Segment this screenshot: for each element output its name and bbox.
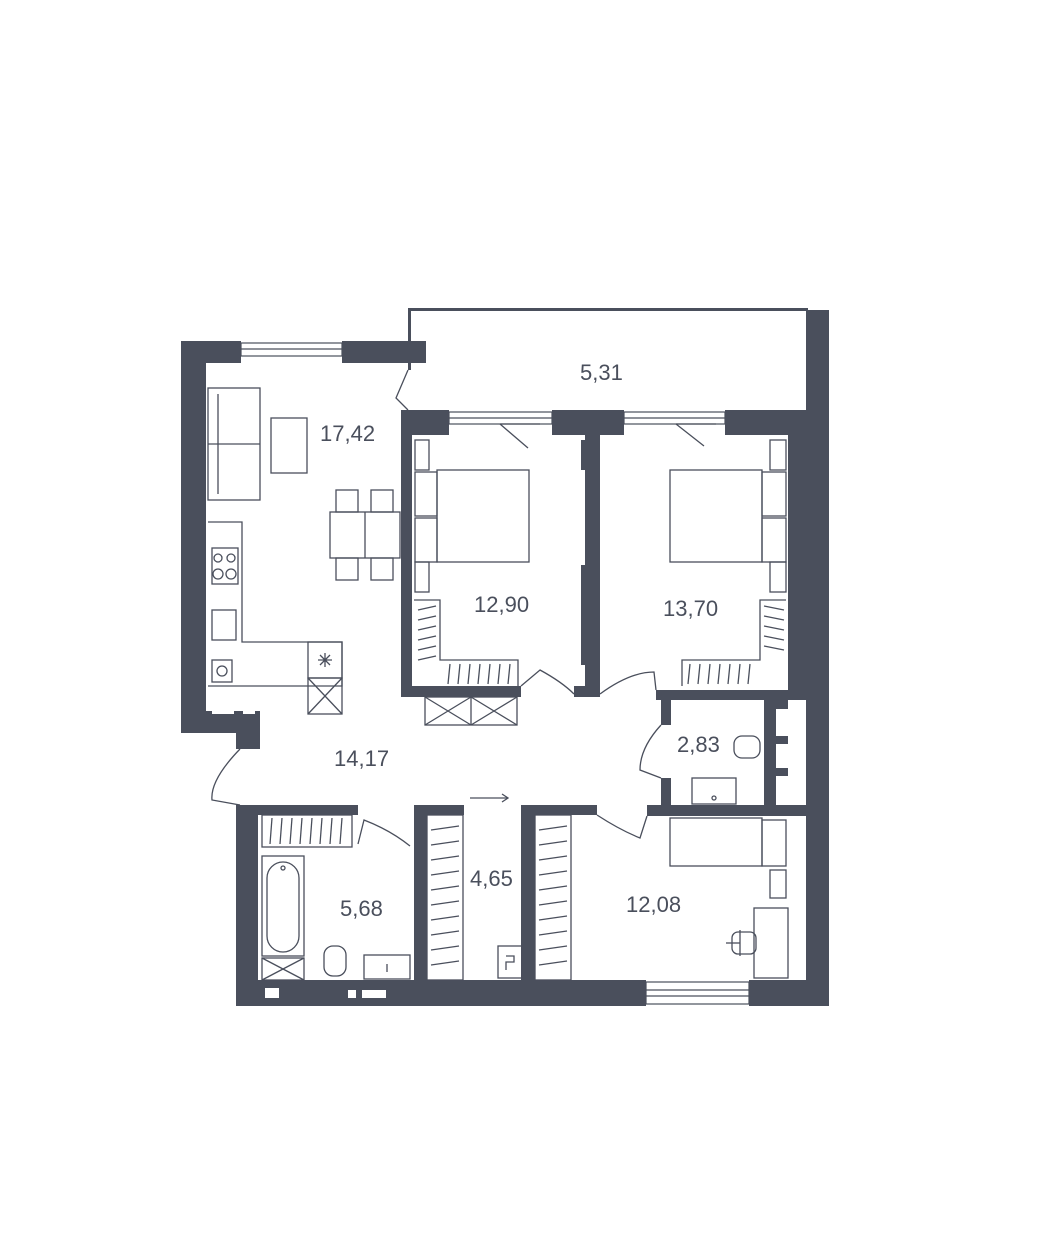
room-area-bedroom-2: 13,70 — [663, 596, 718, 621]
room-area-living-kitchen: 17,42 — [320, 421, 375, 446]
walls — [181, 308, 829, 1006]
doors — [211, 369, 716, 847]
room-area-hallway: 14,17 — [334, 746, 389, 771]
room-labels: 5,31 17,42 12,90 13,70 14,17 2,83 5,68 4… — [320, 360, 720, 921]
windows — [240, 342, 750, 1005]
room-area-bedroom-3: 12,08 — [626, 892, 681, 917]
room-area-bathroom: 5,68 — [340, 896, 383, 921]
room-area-balcony: 5,31 — [580, 360, 623, 385]
furniture — [207, 387, 789, 981]
room-area-wardrobe: 4,65 — [470, 866, 513, 891]
room-area-toilet: 2,83 — [677, 732, 720, 757]
room-area-bedroom-1: 12,90 — [474, 592, 529, 617]
